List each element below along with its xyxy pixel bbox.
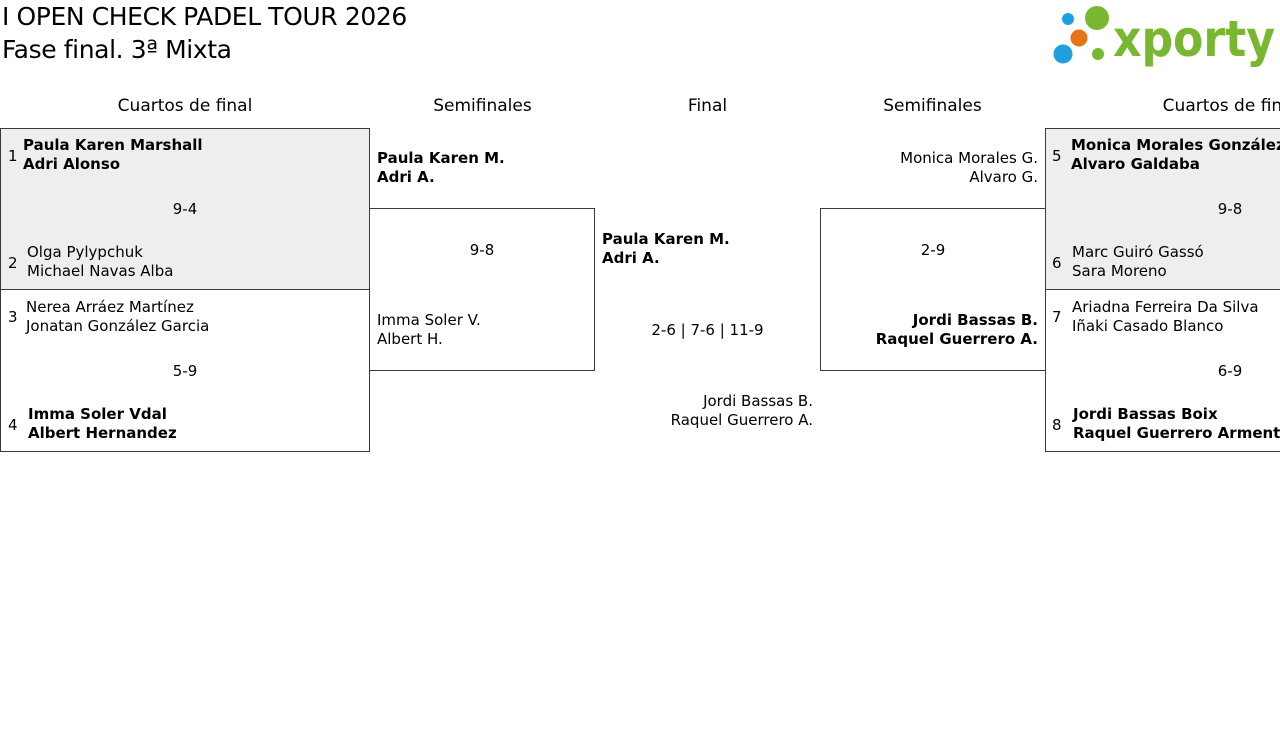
seed-number: 1 [8, 147, 18, 165]
final-team-bottom: Jordi Bassas B. Raquel Guerrero A. [620, 392, 813, 430]
left-sf-team-bottom: Imma Soler V. Albert H. [377, 311, 481, 349]
logo-dot-blue-large [1053, 44, 1073, 64]
draw-subtitle: Fase final. 3ª Mixta [2, 35, 232, 64]
player-name: Monica Morales G. [900, 149, 1038, 167]
seed-number: 8 [1052, 416, 1062, 434]
final-team-top: Paula Karen M. Adri A. [602, 230, 730, 268]
player-name: Raquel Guerrero A. [875, 330, 1038, 348]
player-name: Marc Guiró Gassó [1072, 243, 1204, 261]
player-name: Raquel Guerrero Armentero [1073, 424, 1280, 442]
round-header-left-quarterfinals: Cuartos de final [117, 96, 253, 116]
player-name: Albert H. [377, 330, 443, 348]
team-entry: Imma Soler Vdal Albert Hernandez [28, 405, 177, 443]
logo-wordmark: xporty [1113, 10, 1275, 68]
player-name: Ariadna Ferreira Da Silva [1072, 298, 1259, 316]
right-qf-match-2[interactable]: 7 Ariadna Ferreira Da Silva Iñaki Casado… [1045, 289, 1280, 452]
player-name: Iñaki Casado Blanco [1072, 317, 1224, 335]
logo-dot-blue-small [1062, 13, 1074, 25]
right-qf-match-1[interactable]: 5 Monica Morales González Alvaro Galdaba… [1045, 128, 1280, 290]
left-sf-match[interactable]: 9-8 Imma Soler V. Albert H. [369, 208, 595, 371]
logo-dot-green-small [1092, 48, 1104, 60]
final-match-score: 2-6 | 7-6 | 11-9 [651, 321, 764, 339]
player-name: Alvaro Galdaba [1071, 155, 1200, 173]
seed-number: 3 [8, 308, 18, 326]
right-sf-match[interactable]: 2-9 Jordi Bassas B. Raquel Guerrero A. [820, 208, 1046, 371]
player-name: Monica Morales González [1071, 136, 1280, 154]
player-name: Imma Soler V. [377, 311, 481, 329]
player-name: Adri A. [377, 168, 435, 186]
team-entry: Jordi Bassas Boix Raquel Guerrero Arment… [1073, 405, 1280, 443]
match-score: 6-9 [1217, 362, 1243, 380]
match-score: 9-4 [172, 200, 198, 218]
match-score: 9-8 [1217, 200, 1243, 218]
match-score: 2-9 [920, 241, 946, 259]
player-name: Raquel Guerrero A. [670, 411, 813, 429]
player-name: Michael Navas Alba [27, 262, 174, 280]
team-entry: Marc Guiró Gassó Sara Moreno [1072, 243, 1204, 281]
seed-number: 7 [1052, 308, 1062, 326]
player-name: Imma Soler Vdal [28, 405, 167, 423]
player-name: Adri Alonso [23, 155, 121, 173]
player-name: Paula Karen M. [602, 230, 730, 248]
team-entry: Ariadna Ferreira Da Silva Iñaki Casado B… [1072, 298, 1259, 336]
right-sf-team-bottom: Jordi Bassas B. Raquel Guerrero A. [825, 311, 1038, 349]
team-entry: Monica Morales González Alvaro Galdaba [1071, 136, 1280, 174]
player-name: Albert Hernandez [28, 424, 177, 442]
player-name: Alvaro G. [969, 168, 1038, 186]
team-entry: Paula Karen Marshall Adri Alonso [23, 136, 203, 174]
right-sf-team-top: Monica Morales G. Alvaro G. [825, 149, 1038, 187]
logo-dot-orange [1070, 29, 1088, 47]
round-header-right-quarterfinals: Cuartos de final [1162, 96, 1280, 116]
player-name: Jordi Bassas Boix [1073, 405, 1218, 423]
left-qf-match-2[interactable]: 3 Nerea Arráez Martínez Jonatan González… [0, 289, 370, 452]
player-name: Jonatan González Garcia [26, 317, 210, 335]
player-name: Nerea Arráez Martínez [26, 298, 194, 316]
player-name: Adri A. [602, 249, 660, 267]
round-header-left-semifinals: Semifinales [433, 96, 532, 116]
team-entry: Nerea Arráez Martínez Jonatan González G… [26, 298, 209, 336]
logo-dot-green [1085, 6, 1109, 30]
player-name: Jordi Bassas B. [912, 311, 1038, 329]
player-name: Sara Moreno [1072, 262, 1167, 280]
left-qf-match-1[interactable]: 1 Paula Karen Marshall Adri Alonso 9-4 2… [0, 128, 370, 290]
round-header-right-semifinals: Semifinales [883, 96, 982, 116]
team-entry: Olga Pylypchuk Michael Navas Alba [27, 243, 173, 281]
seed-number: 5 [1052, 147, 1062, 165]
player-name: Paula Karen M. [377, 149, 505, 167]
match-score: 5-9 [172, 362, 198, 380]
xporty-logo[interactable]: xporty [1050, 4, 1278, 68]
match-score: 9-8 [469, 241, 495, 259]
player-name: Jordi Bassas B. [703, 392, 813, 410]
seed-number: 4 [8, 416, 18, 434]
seed-number: 6 [1052, 254, 1062, 272]
right-qf-column: 5 Monica Morales González Alvaro Galdaba… [1045, 0, 1280, 730]
tournament-title: I OPEN CHECK PADEL TOUR 2026 [2, 2, 407, 31]
round-header-final: Final [687, 96, 728, 116]
left-sf-team-top: Paula Karen M. Adri A. [377, 149, 505, 187]
player-name: Paula Karen Marshall [23, 136, 203, 154]
seed-number: 2 [8, 254, 18, 272]
player-name: Olga Pylypchuk [27, 243, 143, 261]
